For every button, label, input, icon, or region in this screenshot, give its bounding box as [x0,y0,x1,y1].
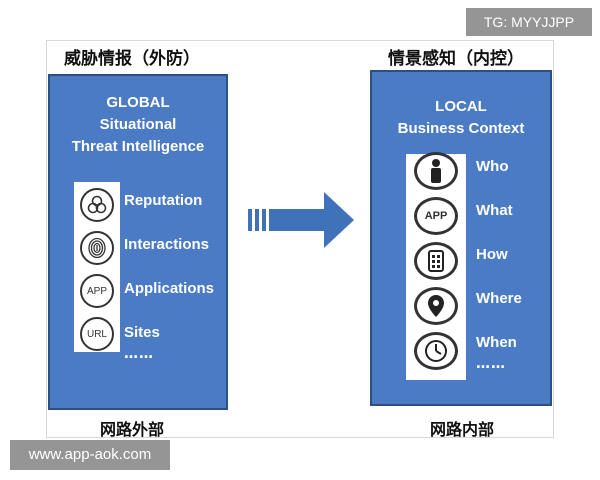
more-ellipsis: …… [124,346,154,362]
item-sites: Sites [124,324,160,341]
right-heading: 情景感知（内控） [388,49,524,69]
app-icon: APP [80,274,114,308]
global-threat-panel: GLOBAL Situational Threat Intelligence A… [48,74,228,410]
more-ellipsis: …… [476,356,506,372]
item-reputation: Reputation [124,192,203,209]
arrow-right-icon [248,192,354,248]
person-icon [414,152,458,190]
watermark-top: TG: MYYJJPP [466,8,592,36]
global-title-line-1: GLOBAL [106,94,170,111]
left-footer: 网路外部 [100,420,165,439]
url-icon: URL [80,317,114,351]
app-icon: APP [414,197,458,235]
item-who: Who [476,158,509,175]
item-how: How [476,246,508,263]
item-where: Where [476,290,522,307]
item-what: What [476,202,513,219]
global-title-line-3: Threat Intelligence [71,138,205,155]
item-interactions: Interactions [124,236,210,253]
local-title-line-1: LOCAL [435,98,487,115]
location-pin-icon [414,287,458,325]
item-applications: Applications [124,280,215,297]
global-title-line-2: Situational [99,116,177,133]
biohazard-icon [80,188,114,222]
local-title-line-2: Business Context [397,120,525,137]
left-heading: 威胁情报（外防） [64,49,200,69]
device-icon [414,242,458,280]
watermark-bottom: www.app-aok.com [10,440,170,470]
item-when: When [476,334,517,351]
fingerprint-icon [80,231,114,265]
local-context-panel: LOCAL Business Context APP Who What [370,70,552,406]
diagram-frame [46,40,554,438]
clock-icon [414,332,458,370]
right-footer: 网路内部 [430,420,495,439]
